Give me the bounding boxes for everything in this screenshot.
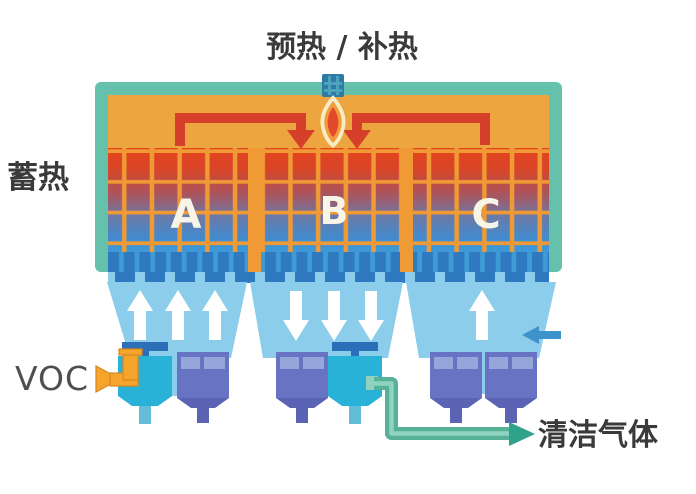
burner-icon (322, 74, 344, 97)
heat-storage-grid (108, 148, 549, 252)
voc-inlet-pipe (95, 348, 143, 394)
tube-sheet-tubes (108, 252, 549, 272)
preheat-label: 预热 / 补热 (266, 30, 418, 65)
flame-icon (320, 95, 346, 148)
chamber-b-letter: B (320, 189, 349, 233)
crenellation-teeth (108, 272, 549, 283)
clean-gas-pipe (366, 376, 535, 446)
purge-air-arrow (522, 326, 561, 344)
valve-c-outlet-closed (485, 352, 537, 423)
valve-a-outlet-closed (177, 352, 229, 423)
divider-a-b (248, 148, 261, 272)
chamber-a-letter: A (171, 192, 202, 238)
hot-gas-arrowhead-left (287, 130, 315, 149)
clean-gas-label: 清洁气体 (538, 418, 659, 453)
hot-gas-arrow-right (352, 113, 490, 145)
voc-label: VOC (15, 359, 89, 398)
heat-storage-label: 蓄热 (7, 160, 69, 196)
clean-gas-arrowhead (509, 422, 535, 446)
valve-c-inlet-closed (430, 352, 482, 423)
divider-b-c (400, 148, 413, 272)
hot-gas-arrow-left (175, 113, 306, 146)
valve-b-inlet-closed (276, 352, 328, 423)
chamber-c-letter: C (471, 192, 500, 238)
hot-gas-arrowhead-right (343, 130, 371, 149)
